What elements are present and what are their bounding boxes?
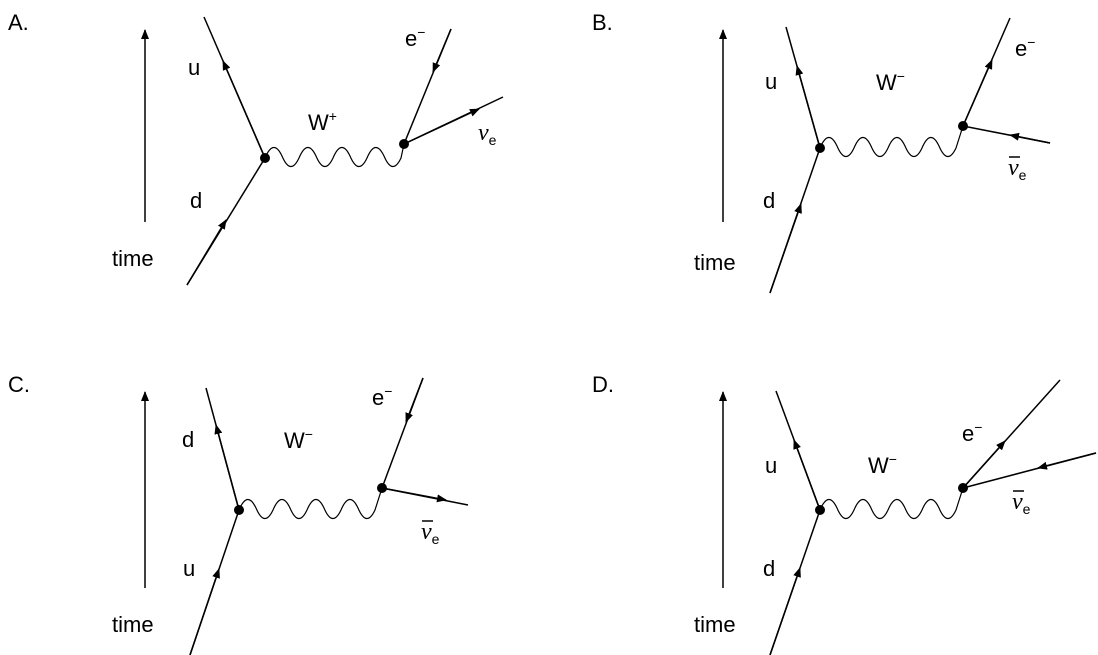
incoming-quark-arrow-b: [769, 203, 802, 294]
electron-label-b: e−: [1015, 34, 1035, 61]
incoming-quark-arrow-c: [189, 568, 220, 655]
w-boson-wave-a: [264, 143, 405, 168]
outgoing-quark-arrow-d: [793, 439, 821, 511]
antineutrino-label-b: ve: [1008, 155, 1027, 183]
outgoing-quark-label-c: d: [182, 427, 194, 452]
vertex-dot-d2: [958, 483, 968, 493]
antineutrino-arrow-b: [1009, 132, 1051, 144]
incoming-quark-label-c: u: [183, 556, 195, 581]
outgoing-quark-label-d: u: [765, 453, 777, 478]
incoming-quark-label-a: d: [190, 188, 202, 213]
boson-label-b: W−: [876, 68, 905, 95]
time-label-c: time: [112, 612, 154, 637]
vertex-dot-a1: [260, 153, 270, 163]
vertex-dot-d1: [815, 505, 825, 515]
outgoing-quark-arrow-b: [795, 65, 821, 149]
diagram-c: C. time u d W− e− ve: [8, 372, 469, 655]
vertex-dot-b1: [815, 143, 825, 153]
option-label-c: C.: [8, 372, 30, 397]
antineutrino-label-d: ve: [1012, 489, 1031, 517]
antineutrino-label-c: ve: [421, 519, 440, 547]
electron-arrow-c: [405, 377, 424, 423]
boson-label-a: W+: [308, 108, 337, 135]
time-label-a: time: [112, 246, 154, 271]
outgoing-quark-label-b: u: [765, 69, 777, 94]
electron-label-d: e−: [962, 419, 982, 446]
electron-arrow-a: [432, 28, 452, 73]
incoming-quark-arrow-d: [769, 567, 801, 655]
option-label-a: A.: [8, 10, 29, 35]
neutrino-label-a: ve: [478, 120, 497, 148]
outgoing-quark-arrow-a: [222, 60, 266, 159]
option-label-d: D.: [592, 372, 614, 397]
boson-label-c: W−: [284, 426, 313, 453]
outgoing-quark-arrow-c: [214, 424, 240, 511]
neutrino-arrow-a: [403, 108, 480, 145]
diagram-b: B. time d u W− e− ve: [592, 10, 1051, 294]
incoming-quark-label-b: d: [763, 188, 775, 213]
electron-label-c: e−: [372, 383, 392, 410]
incoming-quark-arrow-a: [186, 219, 227, 286]
diagram-d: D. time d u W− e− ve: [592, 372, 1097, 655]
w-boson-wave-d: [819, 487, 964, 520]
w-boson-wave-c: [238, 487, 383, 520]
vertex-dot-c1: [234, 505, 244, 515]
electron-arrow-b: [962, 59, 993, 127]
vertex-dot-b2: [958, 121, 968, 131]
antineutrino-arrow-d: [1037, 452, 1097, 470]
antineutrino-arrow-c: [381, 487, 447, 503]
vertex-dot-c2: [377, 483, 387, 493]
vertex-dot-a2: [399, 139, 409, 149]
time-label-b: time: [694, 250, 736, 275]
diagram-a: A. time d u W+ e− ve: [8, 10, 504, 286]
electron-label-a: e−: [405, 24, 425, 51]
boson-label-d: W−: [868, 451, 897, 478]
option-label-b: B.: [592, 10, 613, 35]
electron-arrow-d: [962, 440, 1006, 489]
time-label-d: time: [694, 612, 736, 637]
incoming-quark-label-d: d: [763, 556, 775, 581]
outgoing-quark-label-a: u: [188, 55, 200, 80]
w-boson-wave-b: [819, 125, 964, 158]
